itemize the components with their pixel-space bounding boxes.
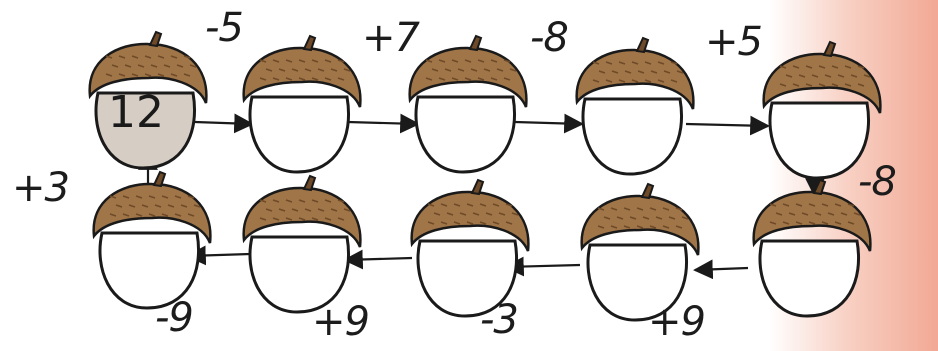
arrow-8-9: [345, 258, 412, 260]
acorn-5: [764, 42, 881, 178]
acorn-3: [410, 36, 527, 172]
arrow-1-2: [195, 122, 252, 124]
op-bottom-3: +9: [312, 302, 369, 342]
op-top-1: -5: [205, 8, 243, 48]
start-number: 12: [108, 87, 164, 138]
op-top-3: -8: [530, 18, 568, 58]
op-top-2: +7: [362, 18, 419, 58]
arrow-6-7: [695, 268, 748, 270]
op-bottom-4: -9: [155, 298, 193, 338]
arrow-4-5: [686, 124, 768, 126]
op-bottom-2: -3: [480, 300, 518, 340]
acorn-9: [244, 176, 361, 312]
acorn-8: [412, 180, 529, 316]
acorn-4: [577, 38, 694, 174]
op-right: -8: [858, 162, 896, 202]
acorn-6: [754, 180, 871, 316]
op-bottom-1: +9: [648, 302, 705, 342]
op-left: +3: [12, 168, 69, 208]
arrow-2-3: [348, 122, 418, 124]
arrow-3-4: [515, 122, 582, 124]
acorn-2: [244, 36, 361, 172]
op-top-4: +5: [705, 22, 762, 62]
acorn-10: [94, 172, 211, 308]
